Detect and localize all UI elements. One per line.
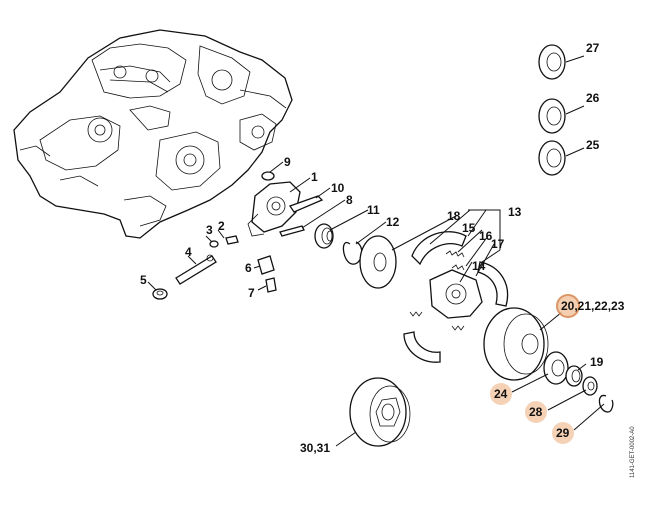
label-14[interactable]: 14 <box>472 259 486 273</box>
part-2-drawing <box>225 235 239 245</box>
part-15-drawing <box>411 231 467 266</box>
part-1-drawing <box>247 181 301 237</box>
reference-code: 1141-GET-0002-A0 <box>630 426 636 478</box>
part-5-drawing <box>152 288 168 300</box>
label-17[interactable]: 17 <box>491 237 505 251</box>
label-24[interactable]: 24 <box>494 387 508 401</box>
part-17-drawing <box>451 264 465 271</box>
part-29-drawing <box>598 394 614 413</box>
part-7-drawing <box>265 277 277 293</box>
clutch-shoes-lower-drawing <box>403 311 465 363</box>
part-10-drawing <box>288 195 324 213</box>
label-27[interactable]: 27 <box>586 41 600 55</box>
engine-housing-drawing <box>13 29 293 239</box>
leader-lines <box>147 55 605 447</box>
highlight-20 <box>556 294 580 318</box>
label-3[interactable]: 3 <box>206 223 213 237</box>
highlight-28 <box>525 401 547 423</box>
part-4-drawing <box>175 254 217 285</box>
label-20-23[interactable]: 20,21,22,23 <box>561 299 625 313</box>
label-4[interactable]: 4 <box>185 245 192 259</box>
label-25[interactable]: 25 <box>586 138 600 152</box>
label-6[interactable]: 6 <box>245 261 252 275</box>
part-12-drawing <box>342 241 363 265</box>
label-13[interactable]: 13 <box>508 205 522 219</box>
label-5[interactable]: 5 <box>140 273 147 287</box>
part-14-drawing <box>429 261 509 319</box>
part-24-drawing <box>543 351 569 385</box>
label-11[interactable]: 11 <box>367 203 380 217</box>
label-1[interactable]: 1 <box>311 170 318 184</box>
label-19[interactable]: 19 <box>590 355 604 369</box>
highlight-29 <box>552 422 574 444</box>
label-9[interactable]: 9 <box>284 155 291 169</box>
part-27-drawing <box>538 44 566 80</box>
part-9-drawing <box>261 171 275 181</box>
label-7[interactable]: 7 <box>248 286 255 300</box>
label-30-31[interactable]: 30,31 <box>300 441 330 455</box>
label-29[interactable]: 29 <box>556 426 570 440</box>
part-20-clutch-drum-drawing <box>483 307 549 381</box>
label-12[interactable]: 12 <box>386 215 400 229</box>
part-26-drawing <box>538 98 566 134</box>
part-11-drawing <box>314 223 334 249</box>
label-16[interactable]: 16 <box>479 229 493 243</box>
part-6-drawing <box>257 255 275 275</box>
label-8[interactable]: 8 <box>346 193 353 207</box>
label-18[interactable]: 18 <box>447 209 461 223</box>
part-28-drawing <box>582 376 598 396</box>
callout-labels: 27 26 25 9 1 10 8 11 12 18 13 15 16 17 1… <box>140 41 625 455</box>
label-10[interactable]: 10 <box>331 181 345 195</box>
label-2[interactable]: 2 <box>218 219 225 233</box>
highlight-24 <box>490 383 512 405</box>
label-26[interactable]: 26 <box>586 91 600 105</box>
part-25-drawing <box>538 140 566 176</box>
label-28[interactable]: 28 <box>529 405 543 419</box>
part-16-drawing <box>445 250 465 258</box>
part-8-drawing <box>279 225 305 237</box>
part-3-drawing <box>209 240 219 248</box>
part-19-drawing <box>565 365 583 387</box>
label-15[interactable]: 15 <box>462 221 476 235</box>
part-30-drawing <box>349 377 411 447</box>
part-18-drawing <box>359 235 397 289</box>
